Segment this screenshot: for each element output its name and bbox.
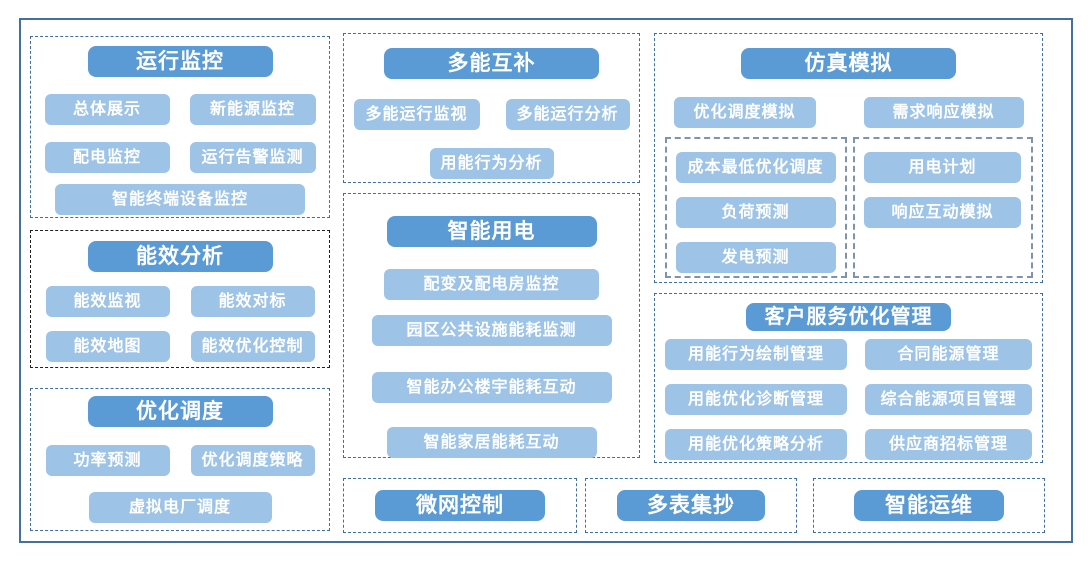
group-operation-monitoring: 运行监控 总体展示 新能源监控 配电监控 运行告警监测 智能终端设备监控 xyxy=(30,36,330,218)
group-energy-efficiency-analysis: 能效分析 能效监视 能效对标 能效地图 能效优化控制 xyxy=(30,230,330,368)
group-title: 微网控制 xyxy=(375,490,545,521)
group-customer-service-optimization: 客户服务优化管理 用能行为绘制管理 合同能源管理 用能优化诊断管理 综合能源项目… xyxy=(654,293,1043,463)
button-row: 优化调度模拟 需求响应模拟 xyxy=(673,97,1024,128)
module-button: 用能优化策略分析 xyxy=(665,429,847,460)
module-button: 配变及配电房监控 xyxy=(384,269,599,300)
module-button: 用能优化诊断管理 xyxy=(665,384,847,415)
group-optimal-dispatch: 优化调度 功率预测 优化调度策略 虚拟电厂调度 xyxy=(30,388,330,531)
group-title: 优化调度 xyxy=(87,396,273,427)
button-row: 总体展示 新能源监控 xyxy=(44,94,316,125)
button-row: 能效地图 能效优化控制 xyxy=(45,331,315,362)
module-button: 需求响应模拟 xyxy=(863,97,1024,128)
button-row: 智能终端设备监控 xyxy=(55,184,305,215)
group-title: 客户服务优化管理 xyxy=(746,303,951,331)
group-title: 仿真模拟 xyxy=(741,48,956,79)
module-button: 响应互动模拟 xyxy=(864,197,1021,228)
module-button: 综合能源项目管理 xyxy=(865,384,1032,415)
group-title: 能效分析 xyxy=(87,241,273,272)
group-title: 多能互补 xyxy=(384,48,599,79)
button-row: 多能运行监视 多能运行分析 xyxy=(353,99,630,130)
subgroup-electricity-plan: 用电计划 响应互动模拟 xyxy=(852,137,1033,278)
subgroup-row: 成本最低优化调度 负荷预测 发电预测 用电计划 响应互动模拟 xyxy=(664,137,1033,278)
module-button: 能效监视 xyxy=(45,286,170,317)
module-button: 智能家居能耗互动 xyxy=(386,427,597,458)
module-button: 智能终端设备监控 xyxy=(55,184,305,215)
module-button: 园区公共设施能耗监测 xyxy=(371,315,612,346)
module-button: 优化调度模拟 xyxy=(673,97,816,128)
module-button: 用能行为绘制管理 xyxy=(665,339,847,370)
module-button: 能效对标 xyxy=(190,286,315,317)
module-button: 能效优化控制 xyxy=(190,331,315,362)
button-row: 虚拟电厂调度 xyxy=(88,492,272,523)
module-button: 用电计划 xyxy=(864,152,1021,183)
module-button: 供应商招标管理 xyxy=(865,429,1032,460)
module-button: 用能行为分析 xyxy=(429,148,554,179)
button-row: 能效监视 能效对标 xyxy=(45,286,315,317)
module-button: 多能运行监视 xyxy=(353,99,480,130)
button-row: 用能行为绘制管理 合同能源管理 xyxy=(665,339,1032,370)
group-multi-meter-reading: 多表集抄 xyxy=(585,478,797,533)
button-row: 用能行为分析 xyxy=(429,148,554,179)
module-button: 成本最低优化调度 xyxy=(675,152,836,183)
module-button: 总体展示 xyxy=(44,94,170,125)
module-button: 功率预测 xyxy=(45,445,170,476)
module-button: 智能办公楼宇能耗互动 xyxy=(371,372,612,403)
module-button: 能效地图 xyxy=(45,331,170,362)
button-row: 配电监控 运行告警监测 xyxy=(44,142,316,173)
subgroup-cost-optimization: 成本最低优化调度 负荷预测 发电预测 xyxy=(664,137,847,278)
module-button: 发电预测 xyxy=(675,242,836,273)
button-row: 用能优化诊断管理 综合能源项目管理 xyxy=(665,384,1032,415)
group-multi-energy-complementation: 多能互补 多能运行监视 多能运行分析 用能行为分析 xyxy=(343,33,640,183)
module-button: 负荷预测 xyxy=(675,197,836,228)
module-button: 合同能源管理 xyxy=(865,339,1032,370)
module-button: 多能运行分析 xyxy=(505,99,630,130)
button-row: 用能优化策略分析 供应商招标管理 xyxy=(665,429,1032,460)
outer-frame xyxy=(19,18,1073,543)
group-title: 智能用电 xyxy=(386,216,597,247)
module-button: 配电监控 xyxy=(44,142,170,173)
group-microgrid-control: 微网控制 xyxy=(343,478,577,533)
group-smart-operation-maintenance: 智能运维 xyxy=(813,478,1045,533)
module-button: 虚拟电厂调度 xyxy=(88,492,272,523)
module-button: 运行告警监测 xyxy=(189,142,316,173)
group-title: 多表集抄 xyxy=(617,490,765,521)
group-smart-electricity: 智能用电 配变及配电房监控 园区公共设施能耗监测 智能办公楼宇能耗互动 智能家居… xyxy=(343,193,640,458)
group-title: 智能运维 xyxy=(854,490,1004,521)
module-button: 新能源监控 xyxy=(189,94,316,125)
module-button: 优化调度策略 xyxy=(190,445,315,476)
group-simulation: 仿真模拟 优化调度模拟 需求响应模拟 成本最低优化调度 负荷预测 发电预测 用电… xyxy=(654,33,1043,283)
group-title: 运行监控 xyxy=(87,46,273,77)
button-row: 功率预测 优化调度策略 xyxy=(45,445,315,476)
